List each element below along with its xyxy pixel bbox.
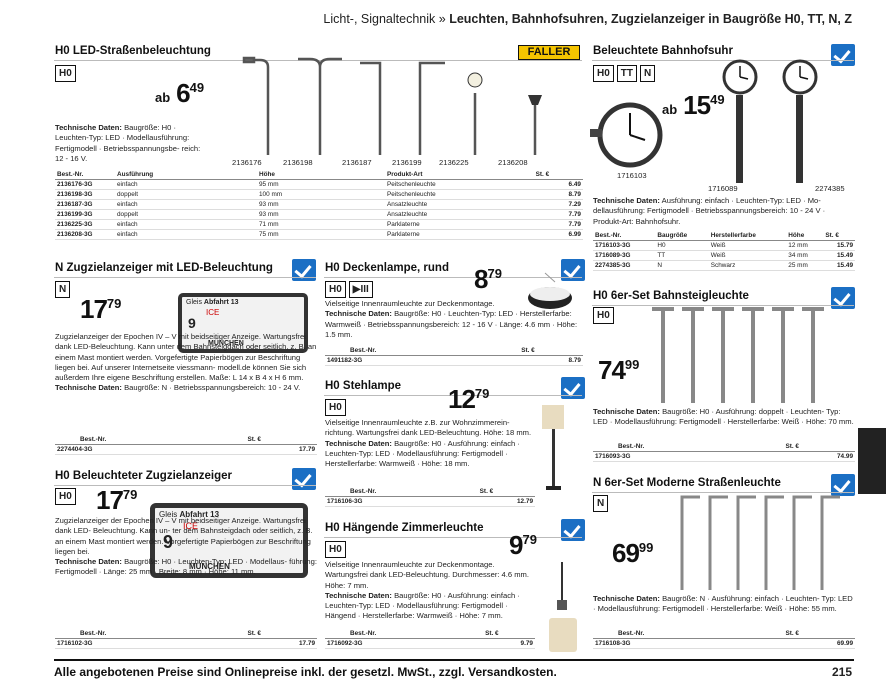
product-title: N Zugzielanzeiger mit LED-Beleuchtung (55, 262, 273, 274)
price: 879 (474, 264, 502, 294)
modern-street-lamps-image (680, 495, 840, 590)
viessmann-logo (831, 287, 855, 309)
description: Zugzielanzeiger der Epochen IV – V mit b… (55, 516, 317, 577)
product-title: H0 Beleuchteter Zugzielanzeiger (55, 470, 233, 482)
viessmann-logo (561, 259, 585, 281)
viessmann-logo (561, 519, 585, 541)
tech-data: Technische Daten: Baugröße: H0 · Ausführ… (593, 407, 854, 427)
price: 7499 (598, 355, 640, 385)
floor-lamp-image (542, 405, 564, 490)
product-title: H0 Hängende Zimmerleuchte (325, 522, 484, 534)
description: Zugzielanzeiger der Epochen IV – V mit b… (55, 332, 317, 393)
product-title: H0 LED-Straßenbeleuchtung (55, 45, 211, 57)
description: Vielseitige Innenraumleuchte zur Deckenm… (325, 299, 578, 339)
display-image: Gleis Abfahrt 13 ICE 9 MÜNCHEN (178, 293, 308, 353)
faller-logo: FALLER (518, 45, 580, 60)
price: 6999 (612, 538, 654, 568)
viessmann-logo (292, 468, 316, 490)
product-title: Beleuchtete Bahnhofsuhr (593, 45, 733, 57)
tech-data: Technische Daten: Ausführung: einfach · … (593, 196, 826, 226)
street-lamps-image (242, 56, 542, 155)
description: Vielseitige Innenraumleuchte z.B. zur Wo… (325, 418, 532, 469)
clocks-image (590, 59, 818, 183)
page-number: 215 (831, 665, 852, 679)
product-title: H0 Stehlampe (325, 380, 402, 392)
product-title: H0 Deckenlampe, rund (325, 262, 449, 274)
footer-note: Alle angebotenen Preise sind Onlinepreis… (54, 665, 557, 679)
ceiling-lamp-image (528, 272, 572, 309)
size-tag: H0 (55, 65, 76, 82)
display-image: Gleis Abfahrt 13 ICE 9 MÜNCHEN (150, 503, 308, 578)
platform-lamps-image (652, 307, 824, 403)
breadcrumb: Licht-, Signaltechnik » Leuchten, Bahnho… (323, 12, 852, 26)
product-title: N 6er-Set Moderne Straßenleuchte (593, 477, 781, 489)
price: 1779 (80, 294, 122, 324)
viessmann-logo (292, 259, 316, 281)
product-title: H0 6er-Set Bahnsteigleuchte (593, 290, 749, 302)
description: Vielseitige Innenraumleuchte zur Deckenm… (325, 560, 529, 621)
price: 1279 (448, 384, 490, 414)
viessmann-logo (831, 474, 855, 496)
tech-data: Technische Daten: Baugröße: H0 · Leuchte… (55, 123, 201, 163)
viessmann-logo (561, 377, 585, 399)
price: 979 (509, 530, 537, 560)
section-tab (858, 428, 886, 494)
pendant-lamp-image (549, 562, 577, 652)
price: 1779 (96, 485, 138, 515)
tech-data: Technische Daten: Baugröße: N · Ausführu… (593, 594, 853, 614)
